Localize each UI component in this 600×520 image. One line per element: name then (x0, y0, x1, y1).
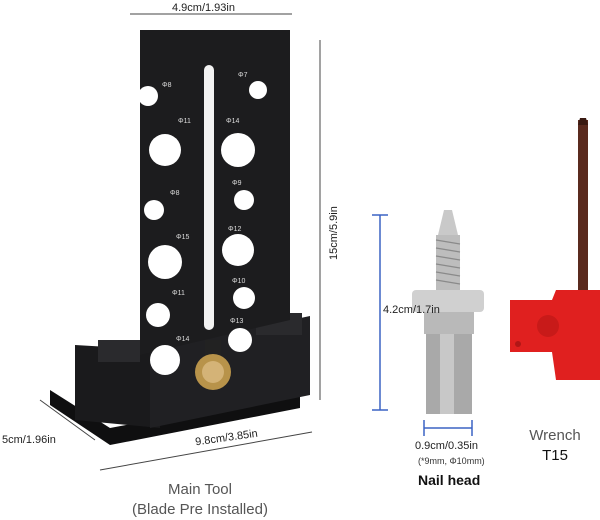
hole (148, 245, 182, 279)
hole-label: Φ7 (238, 72, 248, 79)
brass-knob-face (202, 361, 224, 383)
hole (233, 287, 255, 309)
hole (144, 200, 164, 220)
hole-label: Φ13 (230, 318, 244, 325)
wrench-handle (510, 290, 600, 380)
hole-label: Φ8 (170, 190, 180, 197)
nail-length-label: 4.2cm/1.7in (383, 304, 440, 316)
hole-label: Φ14 (176, 336, 190, 343)
nail-tip (438, 210, 458, 235)
hole (249, 81, 267, 99)
hole-label: Φ12 (228, 226, 242, 233)
hole-label: Φ15 (176, 234, 190, 241)
length-dimension-line (99, 431, 313, 471)
main-tool-caption-line1: Main Tool (168, 481, 232, 498)
base-left-block (75, 345, 160, 428)
hole (150, 345, 180, 375)
wrench-caption-line2: T15 (542, 447, 568, 464)
wrench-shaft (578, 120, 588, 380)
hole (138, 86, 158, 106)
wrench-caption: Wrench T15 (515, 426, 595, 466)
side-clamp-left (98, 340, 140, 362)
tool-height-label: 15cm/5.9in (328, 206, 340, 260)
wrench-caption-line1: Wrench (529, 427, 581, 444)
nail-hex-highlight (440, 334, 454, 414)
hole (146, 303, 170, 327)
hole (222, 234, 254, 266)
hole (234, 190, 254, 210)
nail-head-width-label: 0.9cm/0.35in (415, 440, 478, 452)
hole-label: Φ11 (172, 290, 185, 297)
depth-dimension-line (39, 399, 96, 441)
main-tool-caption-line2: (Blade Pre Installed) (132, 501, 268, 518)
main-tool-caption: Main Tool (Blade Pre Installed) (100, 480, 300, 520)
tool-width-label: 4.9cm/1.93in (172, 2, 235, 14)
hole-label: Φ14 (226, 118, 240, 125)
hole (149, 134, 181, 166)
hole-label: Φ8 (162, 82, 172, 89)
wrench-grip-dot (537, 315, 559, 337)
center-slot (204, 65, 214, 330)
nail-head-sub-label: (*9mm, Φ10mm) (418, 456, 485, 466)
wrench-tip (578, 118, 588, 125)
hole (228, 328, 252, 352)
wrench-hole (515, 341, 521, 347)
base-depth-label: 5cm/1.96in (2, 434, 56, 446)
hole (221, 133, 255, 167)
nail-collar (424, 312, 474, 334)
nail-flange (412, 290, 484, 312)
hole-label: Φ10 (232, 278, 246, 285)
nail-head-caption: Nail head (418, 472, 481, 488)
hole-label: Φ9 (232, 180, 242, 187)
hole-label: Φ11 (178, 118, 191, 125)
tool-plate (140, 30, 290, 355)
